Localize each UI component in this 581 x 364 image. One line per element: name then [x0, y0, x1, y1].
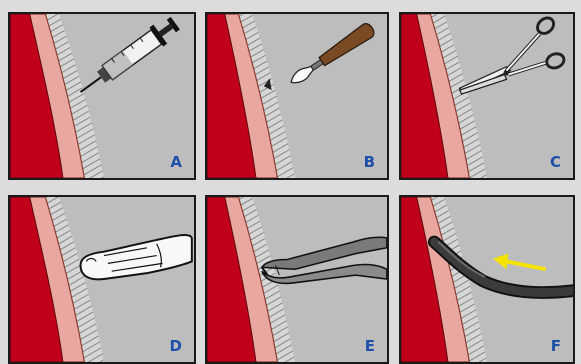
scalpel-icon [287, 21, 377, 89]
syringe-icon [74, 14, 183, 102]
finger-icon [81, 235, 192, 279]
panel-b-label: B [364, 155, 375, 170]
panel-c-label: C [550, 155, 561, 170]
panel-b-scalpel: B [205, 12, 389, 180]
panel-c-illustration [401, 14, 573, 178]
panel-b-illustration [207, 14, 387, 178]
panel-c-scissors: C [399, 12, 575, 180]
panel-a-illustration [10, 14, 194, 178]
panel-a-label: A [170, 155, 182, 170]
forceps-icon [262, 237, 387, 283]
panel-f-drain-tube: F [399, 195, 575, 364]
panel-d-finger: D [8, 195, 196, 364]
panel-e-forceps: E [205, 195, 389, 364]
panel-d-illustration [10, 197, 194, 362]
panel-f-illustration [401, 197, 573, 362]
panel-a-syringe: A [8, 12, 196, 180]
panel-e-label: E [365, 339, 375, 354]
panel-f-label: F [551, 339, 561, 354]
direction-arrow-icon [493, 254, 546, 270]
panel-e-illustration [207, 197, 387, 362]
panel-d-label: D [170, 339, 182, 354]
scissors-clamp-icon [460, 15, 566, 94]
